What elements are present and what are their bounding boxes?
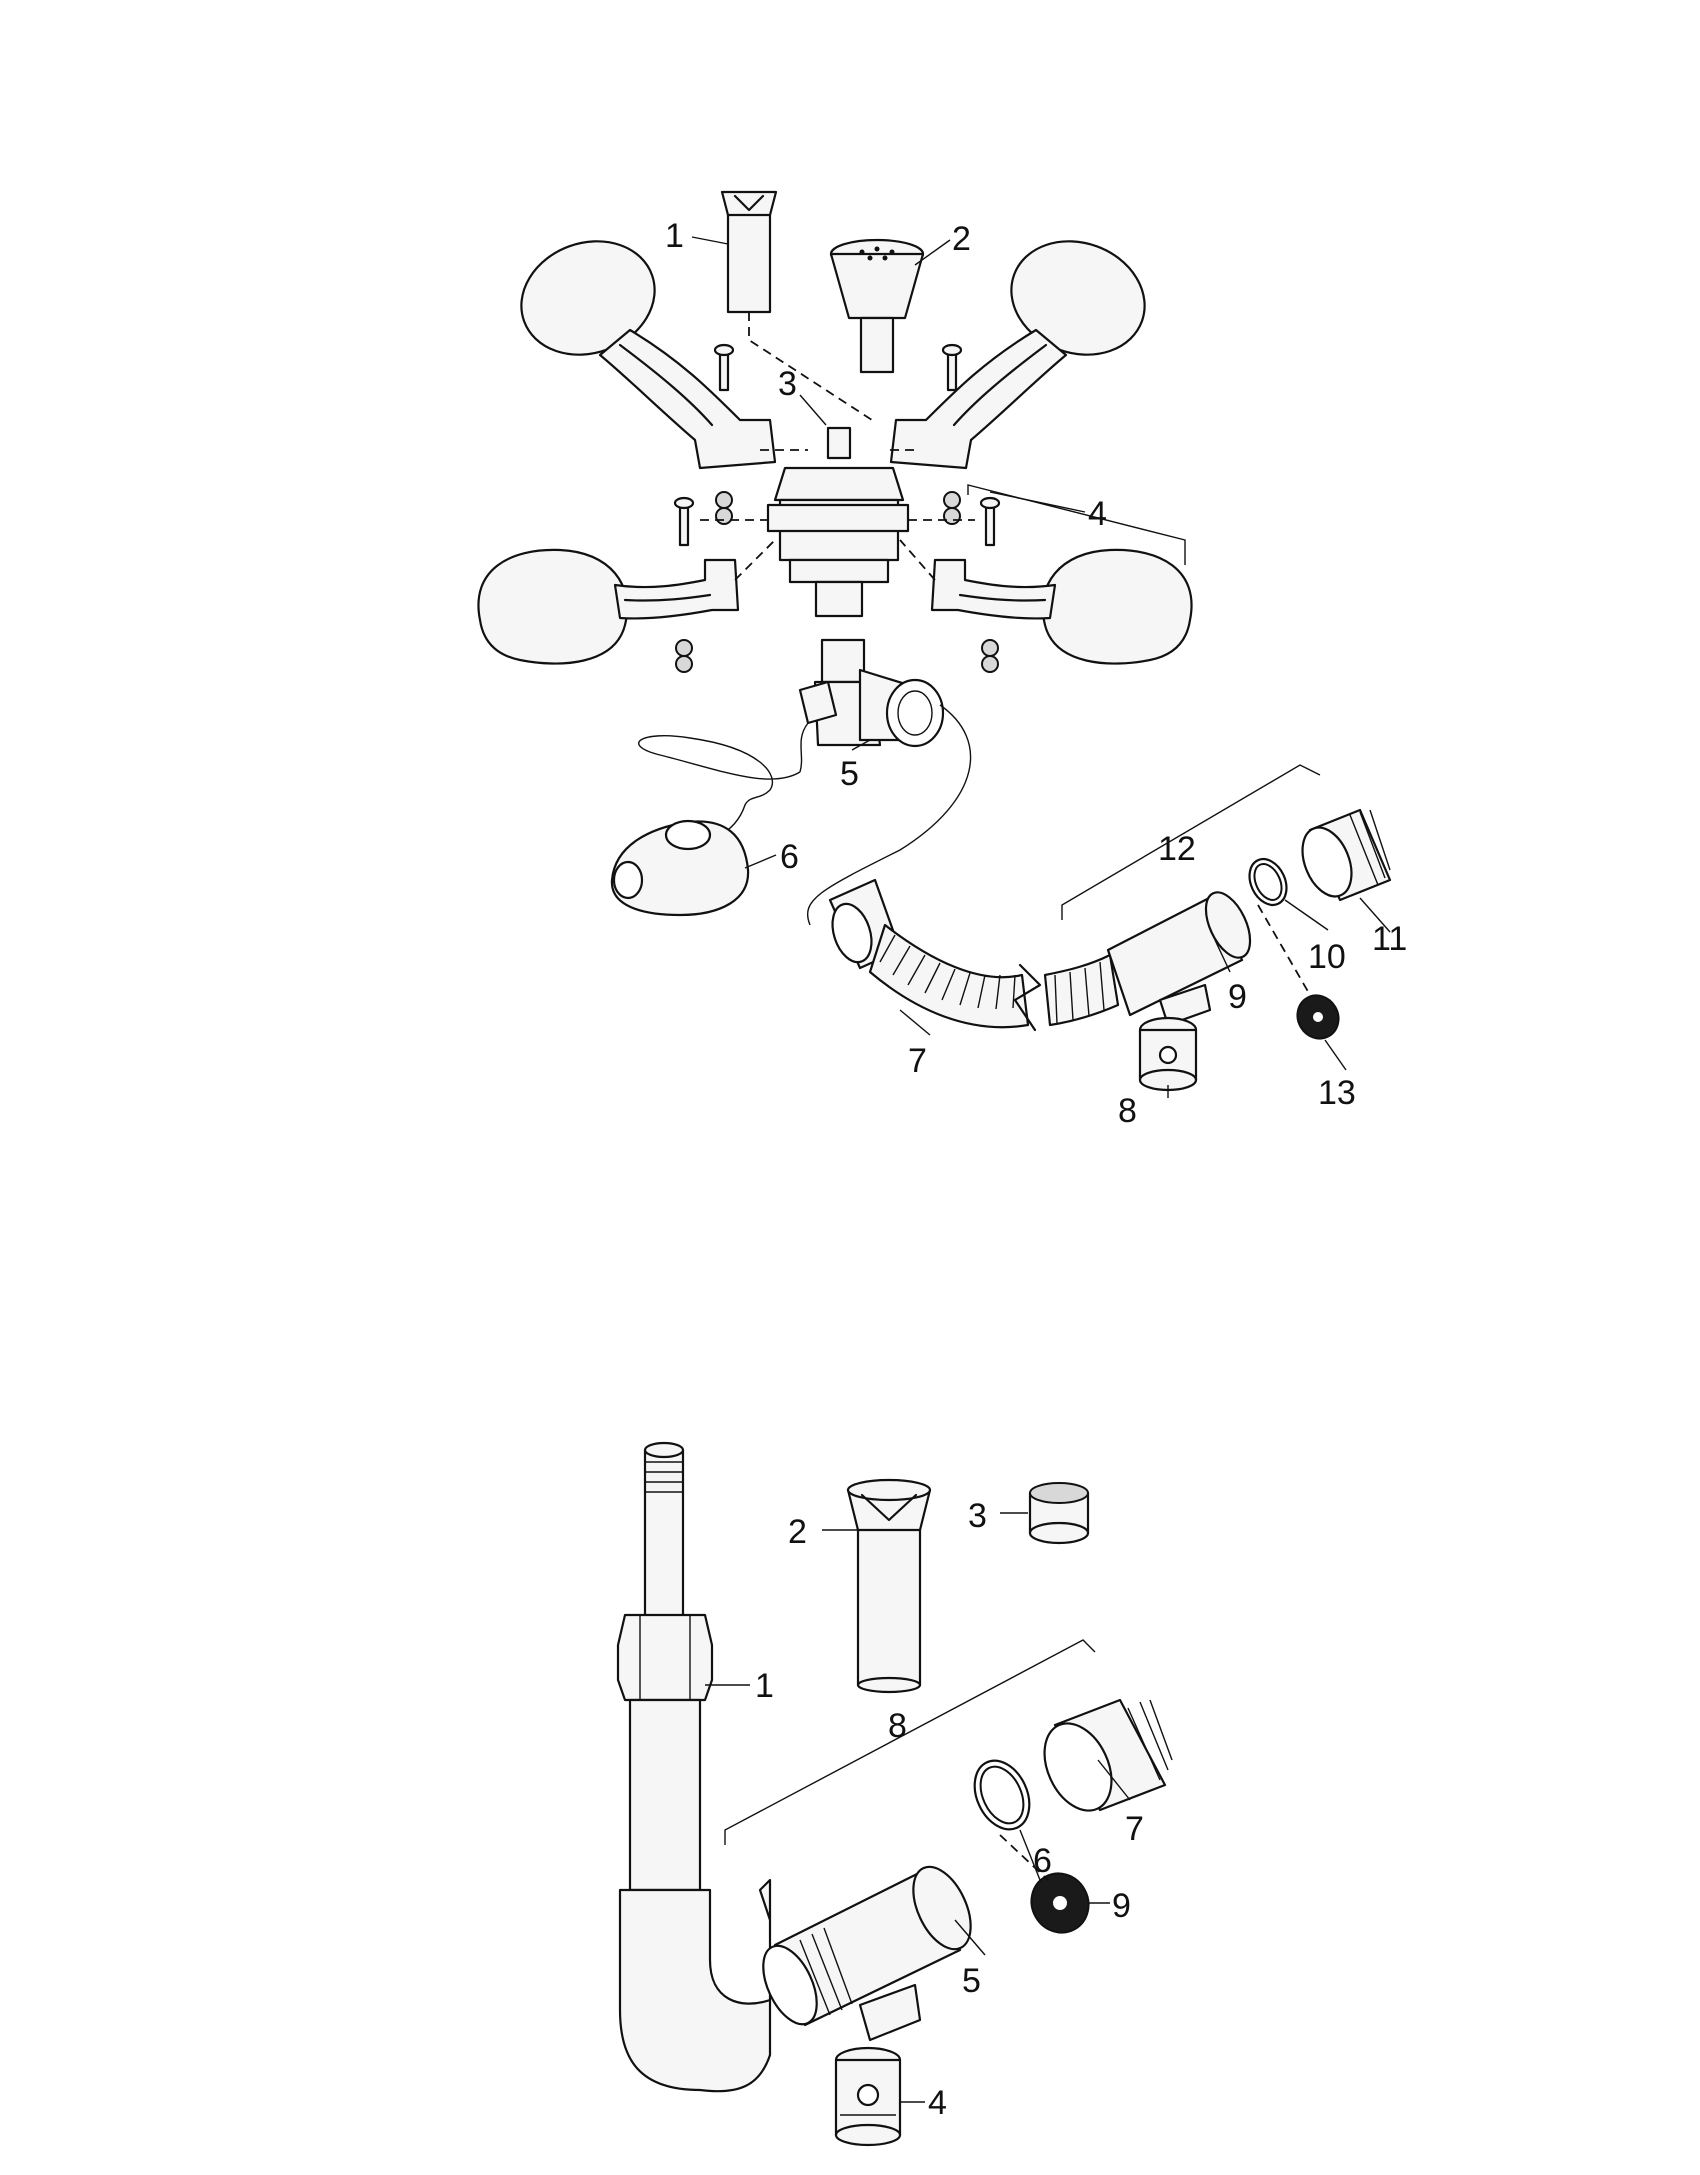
part-5-tee-body <box>762 1865 972 2042</box>
top-exploded-view: 1 2 3 4 5 6 7 8 9 10 11 12 13 <box>477 190 1407 1130</box>
callout-top-10: 10 <box>1308 938 1346 976</box>
callout-top-6: 6 <box>780 838 799 876</box>
part-13-washer <box>1296 994 1340 1040</box>
part-6-o-ring <box>973 1759 1031 1831</box>
arm-lower-right <box>930 548 1193 665</box>
assembly-lines-top <box>700 312 975 581</box>
callout-bottom-8: 8 <box>888 1707 907 1745</box>
callout-bottom-3: 3 <box>968 1497 987 1535</box>
part-11-threaded-adapter <box>1301 808 1392 902</box>
part-5-inlet-elbow <box>798 638 945 773</box>
bracket-12 <box>1061 764 1321 920</box>
callout-bottom-9: 9 <box>1112 1887 1131 1925</box>
arm-upper-left <box>520 240 777 470</box>
callout-top-9: 9 <box>1228 978 1247 1016</box>
part-8-drain-valve <box>1138 1016 1198 1092</box>
washer-assembly-line-bottom <box>999 1834 1049 1881</box>
part-10-o-ring <box>1248 857 1288 907</box>
washer-assembly-line <box>1257 904 1311 996</box>
part-7-threaded-adapter <box>1043 1698 1173 1812</box>
bottom-exploded-view: 1 2 3 4 5 6 7 8 9 <box>616 1441 1173 2147</box>
callout-top-13: 13 <box>1318 1074 1356 1112</box>
callout-top-7: 7 <box>908 1042 927 1080</box>
pull-cord <box>638 735 801 836</box>
part-3-screen-filter <box>1028 1482 1090 1545</box>
leader-lines-bottom <box>705 1512 1131 2103</box>
callout-labels-top: 1 2 3 4 5 6 7 8 9 10 11 12 13 <box>665 217 1407 1130</box>
part-6-base-cap <box>610 819 750 917</box>
callout-top-4: 4 <box>1088 495 1107 533</box>
part-7-flexible-hose <box>828 878 1120 1032</box>
water-path <box>806 704 972 926</box>
screws-and-nuts <box>673 343 1001 673</box>
part-2-spray-head <box>829 238 925 374</box>
callout-bottom-6: 6 <box>1033 1842 1052 1880</box>
callout-top-2: 2 <box>952 220 971 258</box>
bracket-4 <box>967 484 1186 565</box>
callout-labels-bottom: 1 2 3 4 5 6 7 8 9 <box>755 1497 1144 2122</box>
callout-bottom-4: 4 <box>928 2084 947 2122</box>
part-4-drain-valve <box>834 2046 902 2147</box>
part-3-central-hub <box>766 426 910 618</box>
callout-top-8: 8 <box>1118 1092 1137 1130</box>
arm-upper-right <box>889 240 1146 470</box>
callout-top-5: 5 <box>840 755 859 793</box>
leader-lines-top <box>691 236 1391 1098</box>
callout-top-1: 1 <box>665 217 684 255</box>
part-1-nozzle-tube <box>720 190 778 314</box>
callout-bottom-7: 7 <box>1125 1810 1144 1848</box>
part-2-nozzle-tube <box>846 1478 932 1694</box>
part-9-tee-body <box>1106 891 1252 1027</box>
part-6-o-ring-inner <box>979 1765 1025 1825</box>
callout-top-11: 11 <box>1372 920 1407 958</box>
part-1-riser-pipe <box>616 1441 772 2093</box>
part-10-o-ring-inner <box>1253 863 1283 901</box>
callout-top-3: 3 <box>778 365 797 403</box>
callout-bottom-5: 5 <box>962 1962 981 2000</box>
callout-bottom-2: 2 <box>788 1513 807 1551</box>
bracket-8 <box>724 1639 1096 1845</box>
arm-lower-left <box>477 548 740 665</box>
callout-top-12: 12 <box>1158 830 1196 868</box>
callout-bottom-1: 1 <box>755 1667 774 1705</box>
